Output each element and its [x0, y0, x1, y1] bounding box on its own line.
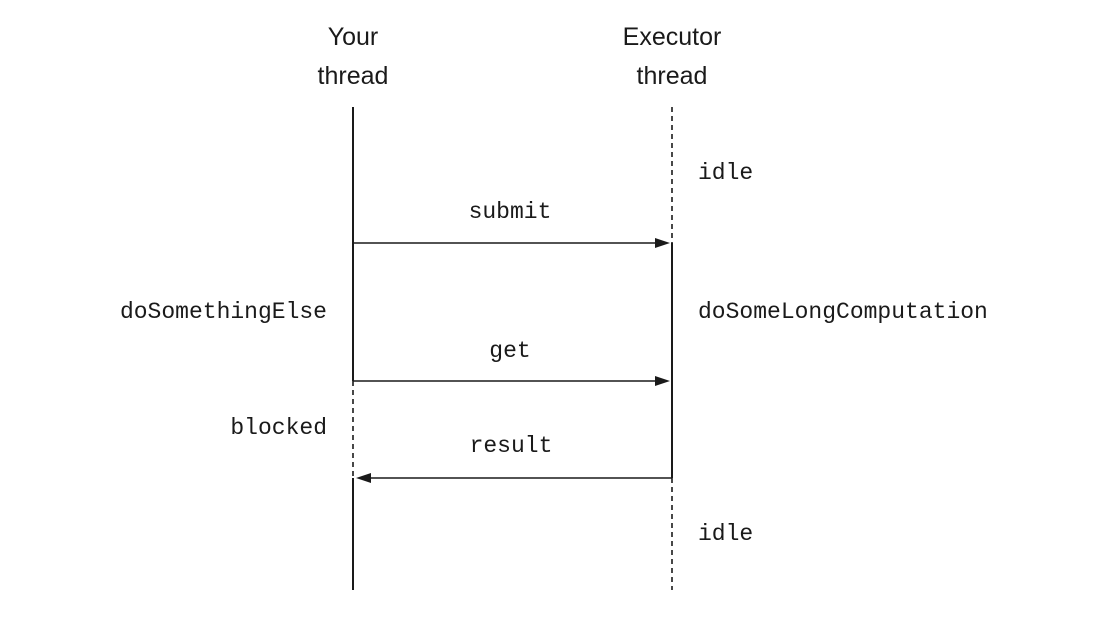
result-arrowhead: [356, 473, 371, 483]
state-do-something-else: doSomethingElse: [120, 299, 327, 325]
your-thread-title-line1: Your: [328, 23, 379, 51]
executor-thread-title-line2: thread: [637, 62, 708, 90]
state-idle-bottom: idle: [698, 521, 753, 547]
get-arrowhead: [655, 376, 670, 386]
get-label: get: [489, 338, 530, 364]
your-thread-title-line2: thread: [318, 62, 389, 90]
state-do-some-long-computation: doSomeLongComputation: [698, 299, 988, 325]
state-blocked: blocked: [230, 415, 327, 441]
result-label: result: [470, 433, 553, 459]
submit-arrowhead: [655, 238, 670, 248]
submit-label: submit: [469, 199, 552, 225]
state-idle-top: idle: [698, 160, 753, 186]
executor-thread-title-line1: Executor: [623, 23, 722, 51]
